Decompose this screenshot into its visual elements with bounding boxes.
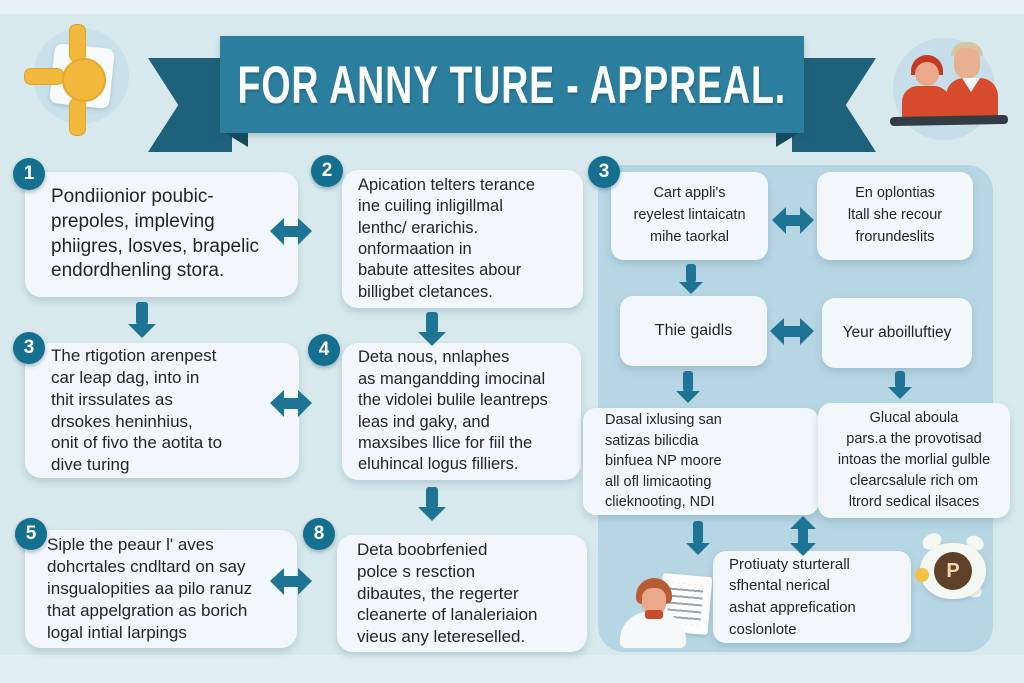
panel-card-3-text: Thie gaidls: [654, 322, 733, 339]
banner-title: FOR ANNY TURE - APPREAL.: [237, 54, 787, 115]
consultation-icon: [885, 30, 1010, 150]
flow-card-1: Pondiionior poubic- prepoles, impleving …: [25, 172, 298, 297]
arrow-down-icon: [128, 302, 156, 338]
arrow-down-icon: [686, 521, 710, 555]
background-strip-top: [0, 0, 1024, 14]
arrow-horizontal-double-icon: [270, 390, 312, 417]
background-strip-bottom: [0, 655, 1024, 683]
arrow-horizontal-double-icon: [270, 218, 312, 245]
flow-card-2: Apication telters terance ine cuiling in…: [342, 170, 583, 308]
arrow-horizontal-double-icon: [770, 318, 814, 345]
ribbon-banner: FOR ANNY TURE - APPREAL.: [220, 36, 804, 133]
flow-card-5: Siple the peaur l' aves dohcrtales cndlt…: [25, 530, 297, 648]
step-badge-5-label: 5: [25, 523, 37, 544]
coin-letter: P: [946, 559, 960, 582]
step-badge-1-label: 1: [23, 163, 35, 184]
arrow-horizontal-double-icon: [270, 568, 312, 595]
flow-card-3-text: The rtigotion arenpest car leap dag, int…: [51, 346, 223, 474]
panel-card-2: En oplontias ltall she recour frorundesl…: [817, 172, 973, 260]
step-badge-8-label: 8: [313, 523, 325, 544]
person-left-body: [902, 86, 950, 120]
step-badge-4: 4: [308, 334, 340, 366]
arrow-down-icon: [888, 371, 912, 399]
p-coin-icon: P: [908, 530, 998, 612]
panel-card-1: Cart appli's reyelest lintaicatn mihe ta…: [611, 172, 768, 260]
sun-ray-left: [24, 68, 64, 85]
arrow-down-icon: [418, 487, 446, 521]
flow-card-3: The rtigotion arenpest car leap dag, int…: [25, 343, 299, 478]
flow-card-8-text: Deta boobrfenied polce s resction dibaut…: [357, 540, 538, 647]
arrow-down-icon: [676, 371, 700, 403]
applicant-bow: [645, 610, 663, 619]
panel-card-6: Glucal aboula pars.a the provotisad into…: [818, 403, 1010, 518]
panel-card-6-text: Glucal aboula pars.a the provotisad into…: [837, 409, 991, 511]
panel-card-4: Yeur aboilluftiey: [822, 298, 972, 368]
panel-card-4-text: Yeur aboilluftiey: [842, 324, 952, 341]
panel-step-badge-3: 3: [588, 156, 620, 188]
panel-summary-card: Protiuaty sturterall sfhental nerical as…: [713, 551, 911, 643]
ribbon-tail-right-icon: [792, 58, 876, 152]
panel-card-2-text: En oplontias ltall she recour frorundesl…: [847, 185, 943, 245]
arrow-horizontal-double-icon: [772, 207, 814, 234]
panel-card-5: Dasal ixlusing san satizas bilicdia binf…: [583, 408, 819, 515]
step-badge-1: 1: [13, 158, 45, 190]
step-badge-3-label: 3: [23, 337, 35, 358]
step-badge-2: 2: [311, 155, 343, 187]
step-badge-4-label: 4: [318, 339, 330, 360]
flow-card-5-text: Siple the peaur l' aves dohcrtales cndlt…: [47, 534, 253, 643]
flow-card-4-text: Deta nous, nnlaphes as mangandding imoci…: [358, 348, 548, 474]
applicant-document-icon: [612, 570, 713, 655]
step-badge-5: 5: [15, 518, 47, 550]
panel-card-5-text: Dasal ixlusing san satizas bilicdia binf…: [605, 412, 722, 511]
arrow-down-icon: [679, 264, 703, 294]
flow-card-4: Deta nous, nnlaphes as mangandding imoci…: [342, 343, 581, 480]
coin-yellow-dot: [915, 568, 929, 582]
panel-summary-text: Protiuaty sturterall sfhental nerical as…: [729, 555, 856, 638]
sun-ray-bottom: [69, 98, 86, 136]
flow-card-8: Deta boobrfenied polce s resction dibaut…: [337, 535, 587, 652]
sun-core: [62, 58, 106, 102]
person-left-face: [915, 62, 939, 86]
person-right-face: [954, 48, 980, 78]
arrow-down-icon: [418, 312, 446, 346]
step-badge-2-label: 2: [321, 160, 333, 181]
desk: [889, 114, 1009, 127]
person-right-collar: [962, 78, 980, 92]
step-badge-8: 8: [303, 518, 335, 550]
flow-card-2-text: Apication telters terance ine cuiling in…: [358, 175, 536, 301]
panel-step-badge-3-label: 3: [598, 161, 610, 182]
sun-badge-icon: [24, 22, 134, 136]
step-badge-3: 3: [13, 332, 45, 364]
panel-card-3: Thie gaidls: [620, 296, 767, 366]
arrow-vertical-double-icon: [790, 516, 816, 556]
coin-core: P: [934, 552, 972, 590]
panel-card-1-text: Cart appli's reyelest lintaicatn mihe ta…: [633, 185, 746, 245]
sun-ray-top: [69, 24, 86, 62]
flow-card-1-text: Pondiionior poubic- prepoles, impleving …: [51, 186, 260, 282]
